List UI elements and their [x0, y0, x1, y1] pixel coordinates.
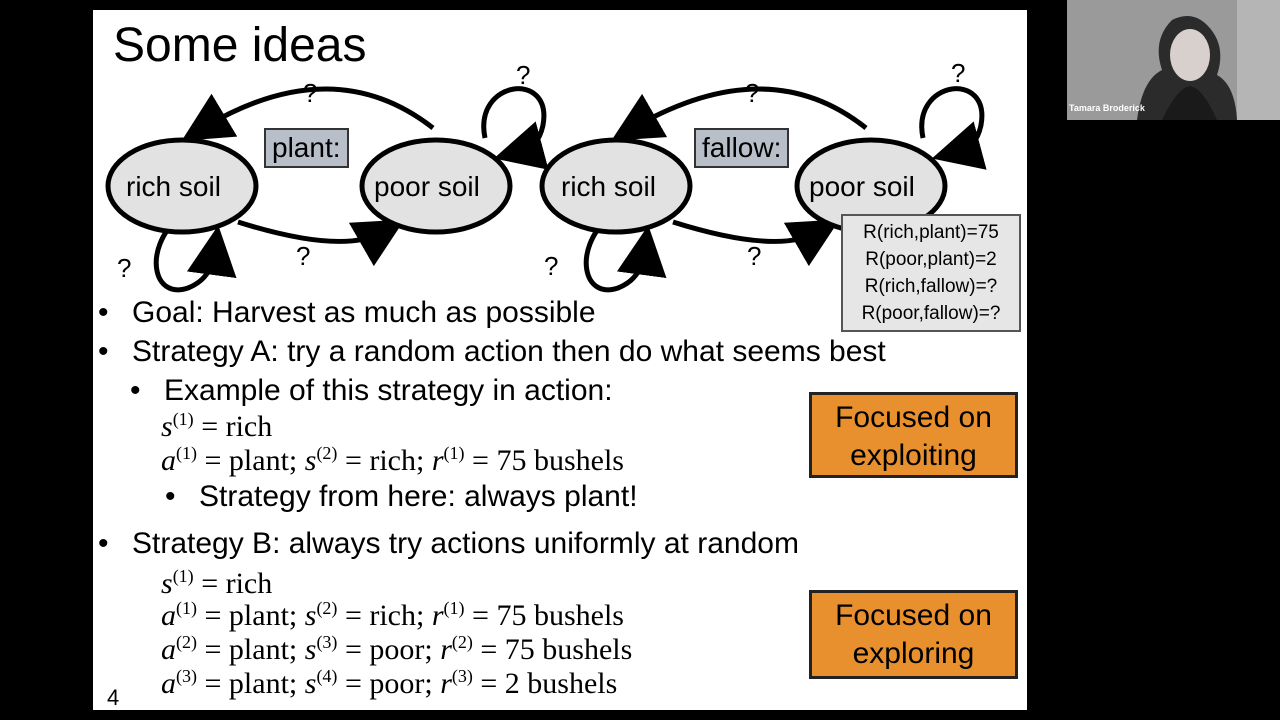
- poor-soil-label: poor soil: [374, 171, 480, 202]
- bullet-strategy-b: • Strategy B: always try actions uniforml…: [98, 529, 799, 559]
- bullet-text: Goal: Harvest as much as possible: [132, 296, 596, 329]
- callout-exploiting: Focused on exploiting: [809, 392, 1018, 478]
- math-b-line4: a(3) = plant; s(4) = poor; r(3) = 2 bush…: [161, 666, 618, 700]
- math-text: = 2 bushels: [480, 667, 618, 700]
- reward-entry: R(rich,fallow)=?: [864, 276, 998, 297]
- question-mark: ?: [951, 58, 966, 88]
- question-mark: ?: [303, 78, 318, 108]
- bullet-text: Strategy from here: always plant!: [199, 480, 638, 513]
- bullet-text: Strategy A: try a random action then do …: [132, 335, 886, 368]
- bullet-text: Example of this strategy in action:: [164, 374, 613, 407]
- math-text: = rich: [201, 567, 273, 600]
- bullet-dot: •: [98, 296, 109, 329]
- action-fallow-label: fallow:: [694, 128, 790, 169]
- poor-soil-label-2: poor soil: [809, 171, 915, 202]
- reward-table: R(rich,plant)=75 R(poor,plant)=2 R(rich,…: [841, 214, 1021, 332]
- reward-entry: R(poor,fallow)=?: [861, 303, 1001, 324]
- participant-name: Tamara Broderick: [1069, 103, 1145, 113]
- math-text: = plant;: [204, 599, 298, 632]
- participant-avatar: [1067, 0, 1280, 120]
- math-b-line3: a(2) = plant; s(3) = poor; r(2) = 75 bus…: [161, 632, 633, 666]
- page-number: 4: [107, 685, 120, 710]
- math-text: = rich: [201, 410, 273, 443]
- reward-entry: R(rich,plant)=75: [863, 222, 999, 243]
- arrow-rich-to-poor-2: [672, 219, 840, 267]
- math-b-line1: s(1) = rich: [161, 566, 273, 600]
- bullet-from-here: • Strategy from here: always plant!: [165, 482, 638, 512]
- action-plant-label: plant:: [264, 128, 349, 169]
- bullet-dot: •: [98, 527, 109, 560]
- bullet-dot: •: [130, 374, 141, 407]
- question-mark: ?: [747, 241, 762, 271]
- rich-soil-label: rich soil: [126, 171, 221, 202]
- loop-rich: [153, 216, 237, 293]
- math-b-line2: a(1) = plant; s(2) = rich; r(1) = 75 bus…: [161, 598, 624, 632]
- callout-exploring: Focused on exploring: [809, 590, 1018, 679]
- loop-poor: [481, 86, 549, 170]
- math-text: = poor;: [344, 667, 433, 700]
- arrow-poor-to-rich-2: [611, 86, 868, 141]
- loop-rich-2: [583, 216, 667, 293]
- math-text: = 75 bushels: [472, 599, 624, 632]
- math-text: = plant;: [204, 667, 298, 700]
- bullet-goal: • Goal: Harvest as much as possible: [98, 298, 596, 328]
- math-text: = poor;: [344, 633, 433, 666]
- state-poor-soil: [359, 137, 513, 235]
- math-text: = plant;: [204, 633, 298, 666]
- arrow-rich-to-poor: [237, 219, 405, 267]
- bullet-strategy-a: • Strategy A: try a random action then do…: [98, 337, 886, 367]
- question-mark: ?: [296, 241, 311, 271]
- diagram-plant: [105, 86, 549, 293]
- math-text: = rich;: [344, 444, 425, 477]
- question-mark: ?: [544, 251, 559, 281]
- math-a-line2: a(1) = plant; s(2) = rich; r(1) = 75 bus…: [161, 443, 624, 477]
- math-text: = plant;: [204, 444, 298, 477]
- slide: Some ideas rich soil poor soil plant: [93, 10, 1027, 710]
- bullet-dot: •: [98, 335, 109, 368]
- bullet-example: • Example of this strategy in action:: [130, 376, 613, 406]
- question-mark: ?: [516, 60, 531, 90]
- math-text: = 75 bushels: [472, 444, 624, 477]
- arrow-poor-to-rich: [181, 86, 435, 141]
- state-rich-soil-2: [539, 137, 693, 235]
- math-a-line1: s(1) = rich: [161, 409, 273, 443]
- slide-title: Some ideas: [113, 19, 367, 72]
- loop-poor-2: [919, 86, 987, 170]
- state-rich-soil: [105, 137, 259, 235]
- reward-entry: R(poor,plant)=2: [865, 249, 997, 270]
- participant-video-tile[interactable]: Tamara Broderick: [1067, 0, 1280, 120]
- bullet-dot: •: [165, 480, 176, 513]
- math-text: = 75 bushels: [480, 633, 633, 666]
- question-mark: ?: [745, 78, 760, 108]
- math-text: = rich;: [344, 599, 425, 632]
- question-mark: ?: [117, 253, 132, 283]
- bullet-text: Strategy B: always try actions uniformly…: [132, 527, 799, 560]
- rich-soil-label-2: rich soil: [561, 171, 656, 202]
